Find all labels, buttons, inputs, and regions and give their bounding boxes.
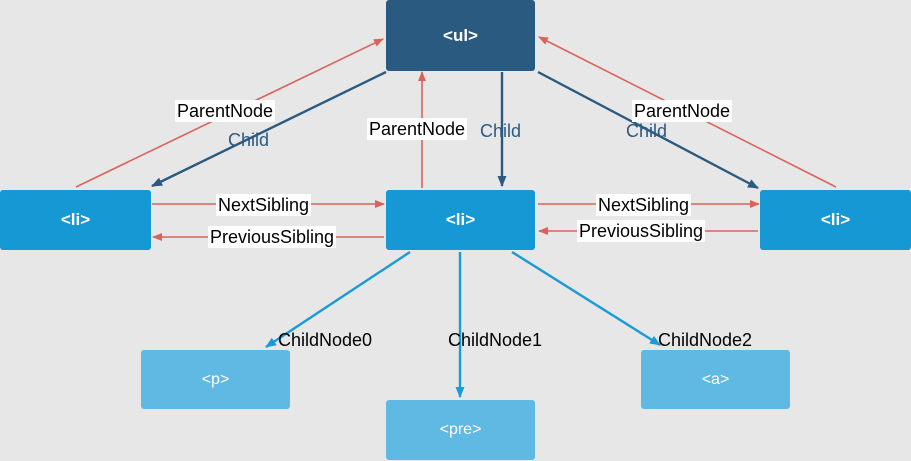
edge-child-right (537, 70, 759, 190)
edge-child-left (151, 70, 387, 188)
node-p: <p> (141, 350, 290, 409)
label-child-node-1: ChildNode1 (448, 330, 543, 350)
label-next-sibling-left: NextSibling (216, 194, 312, 216)
label-parent-node-left: ParentNode (175, 100, 276, 122)
node-li-center: <li> (386, 190, 535, 250)
node-ul: <ul> (386, 0, 535, 71)
label-child-left: Child (228, 130, 270, 150)
label-child-node-0: ChildNode0 (278, 330, 373, 350)
label-child-node-2: ChildNode2 (658, 330, 753, 350)
node-pre: <pre> (386, 400, 535, 460)
label-previous-sibling-left: PreviousSibling (208, 226, 337, 248)
edge-childnode-0 (265, 250, 411, 349)
label-next-sibling-right: NextSibling (596, 194, 692, 216)
label-child-center: Child (480, 121, 522, 141)
node-li-left: <li> (0, 190, 151, 250)
edge-childnode-2 (511, 250, 661, 347)
node-a: <a> (641, 350, 790, 409)
label-child-right: Child (626, 121, 668, 141)
node-li-right: <li> (760, 190, 911, 250)
label-parent-node-right: ParentNode (632, 100, 733, 122)
label-parent-node-center: ParentNode (367, 118, 468, 140)
label-previous-sibling-right: PreviousSibling (577, 220, 706, 242)
